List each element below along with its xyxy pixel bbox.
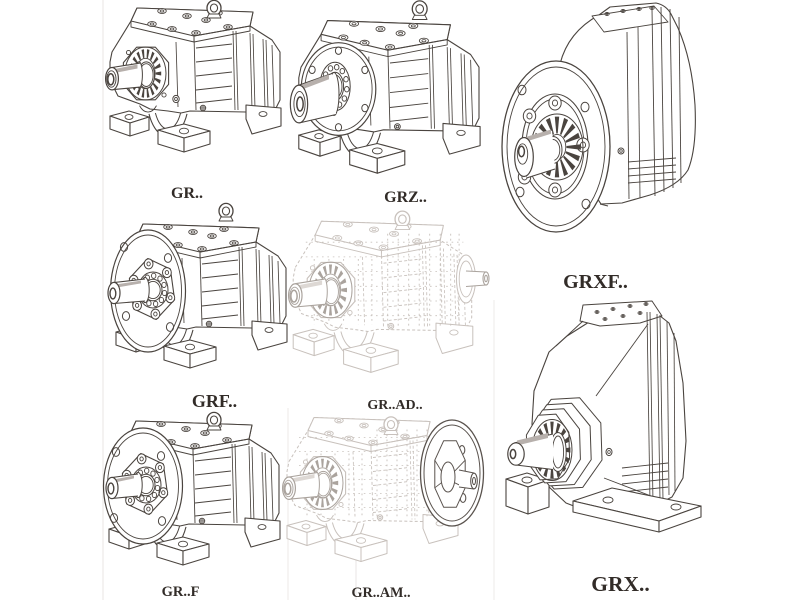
svg-text:GR..: GR.. — [171, 185, 203, 202]
svg-text:GRX..: GRX.. — [591, 572, 650, 596]
svg-text:GR..AD..: GR..AD.. — [367, 398, 422, 413]
svg-text:GR..F: GR..F — [162, 584, 200, 600]
svg-text:GRXF..: GRXF.. — [563, 271, 628, 293]
svg-text:GRZ..: GRZ.. — [384, 189, 427, 206]
svg-text:GR..AM..: GR..AM.. — [351, 585, 410, 600]
svg-text:GRF..: GRF.. — [192, 391, 237, 411]
